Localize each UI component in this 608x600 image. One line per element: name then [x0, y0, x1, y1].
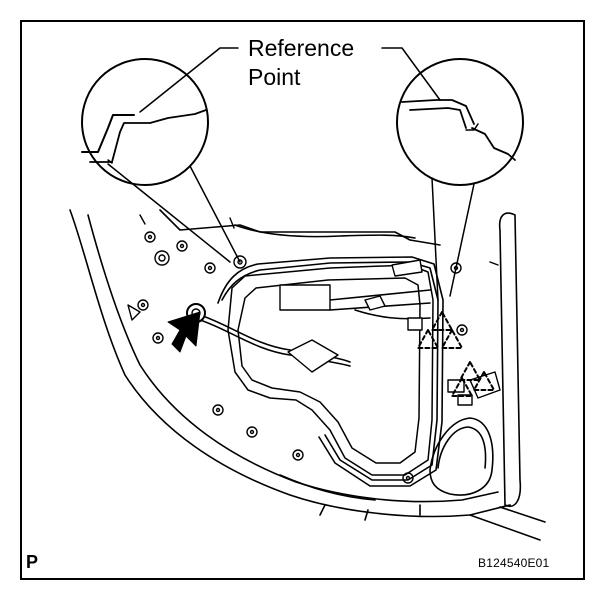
- magnifier-circle-icon: [396, 58, 524, 301]
- pointer-arrow-icon: [167, 311, 201, 353]
- callout-leader-lines: [139, 47, 441, 113]
- clip-marker-icon: [417, 311, 495, 397]
- wire-harness: [199, 256, 444, 487]
- reference-point-label: Reference Point: [248, 35, 355, 90]
- magnifier-circle-icon: [81, 58, 241, 263]
- corner-letter: P: [26, 552, 39, 572]
- figure-id: B124540E01: [478, 556, 550, 570]
